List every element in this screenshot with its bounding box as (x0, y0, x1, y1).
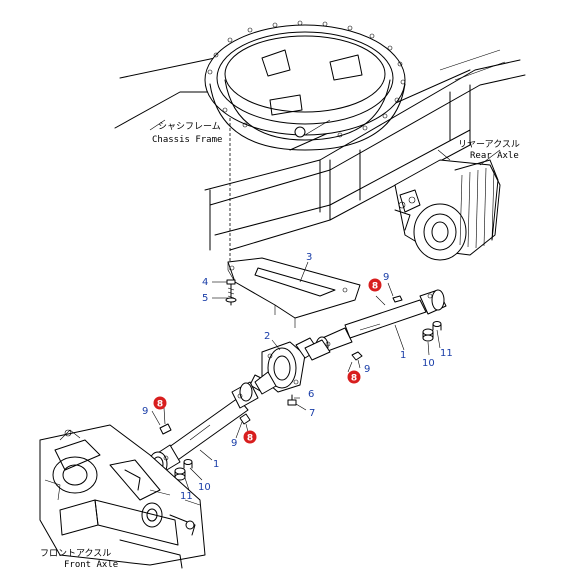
rear-propeller-shaft-drawing (304, 289, 447, 361)
svg-text:8: 8 (372, 282, 378, 292)
nut-washer-drawing (174, 321, 442, 481)
highlight-badges[interactable]: 8 8 8 8 (153, 278, 382, 444)
svg-text:8: 8 (157, 400, 163, 410)
front-propeller-shaft-drawing (148, 371, 277, 477)
callout-9-left: 9 (142, 406, 148, 417)
callout-2: 2 (264, 331, 270, 342)
svg-text:8: 8 (351, 374, 357, 384)
chassis-frame-label-jp: シャシフレーム (158, 121, 221, 132)
callout-1-rear-shaft: 1 (400, 350, 406, 361)
front-axle-label-jp: フロントアクスル (40, 548, 111, 559)
front-axle-drawing (39, 424, 206, 569)
front-axle-label-en: Front Axle (64, 560, 118, 570)
leader-lines (151, 261, 441, 491)
callout-11-rear: 11 (440, 348, 453, 359)
callout-10-front: 10 (198, 482, 211, 493)
callout-5: 5 (202, 293, 208, 304)
part-8-badge-left[interactable]: 8 (153, 396, 167, 410)
rear-axle-label-jp: リヤーアクスル (458, 139, 520, 150)
callout-10-rear: 10 (422, 358, 435, 369)
callout-numbers: 3 4 5 2 1 1 9 9 9 9 6 7 10 11 10 11 (142, 252, 453, 502)
callout-9-lower: 9 (231, 438, 237, 449)
callout-4: 4 (202, 277, 208, 288)
callout-3: 3 (306, 252, 312, 263)
mount-bracket-drawing (225, 257, 361, 328)
callout-11-front: 11 (180, 491, 193, 502)
chassis-frame-label-en: Chassis Frame (152, 135, 222, 145)
callout-1-front-shaft: 1 (213, 459, 219, 470)
svg-text:8: 8 (247, 434, 253, 444)
callout-7: 7 (309, 408, 315, 419)
rear-axle-label-en: Rear Axle (470, 151, 519, 161)
callout-9-upper: 9 (383, 272, 389, 283)
part-8-badge-upper[interactable]: 8 (368, 278, 382, 292)
callout-9-middle: 9 (364, 364, 370, 375)
rear-axle-drawing (394, 149, 501, 261)
part-8-badge-lower[interactable]: 8 (243, 430, 257, 444)
chassis-frame-drawing (114, 20, 526, 270)
callout-6: 6 (308, 389, 314, 400)
part-8-badge-middle[interactable]: 8 (347, 370, 361, 384)
